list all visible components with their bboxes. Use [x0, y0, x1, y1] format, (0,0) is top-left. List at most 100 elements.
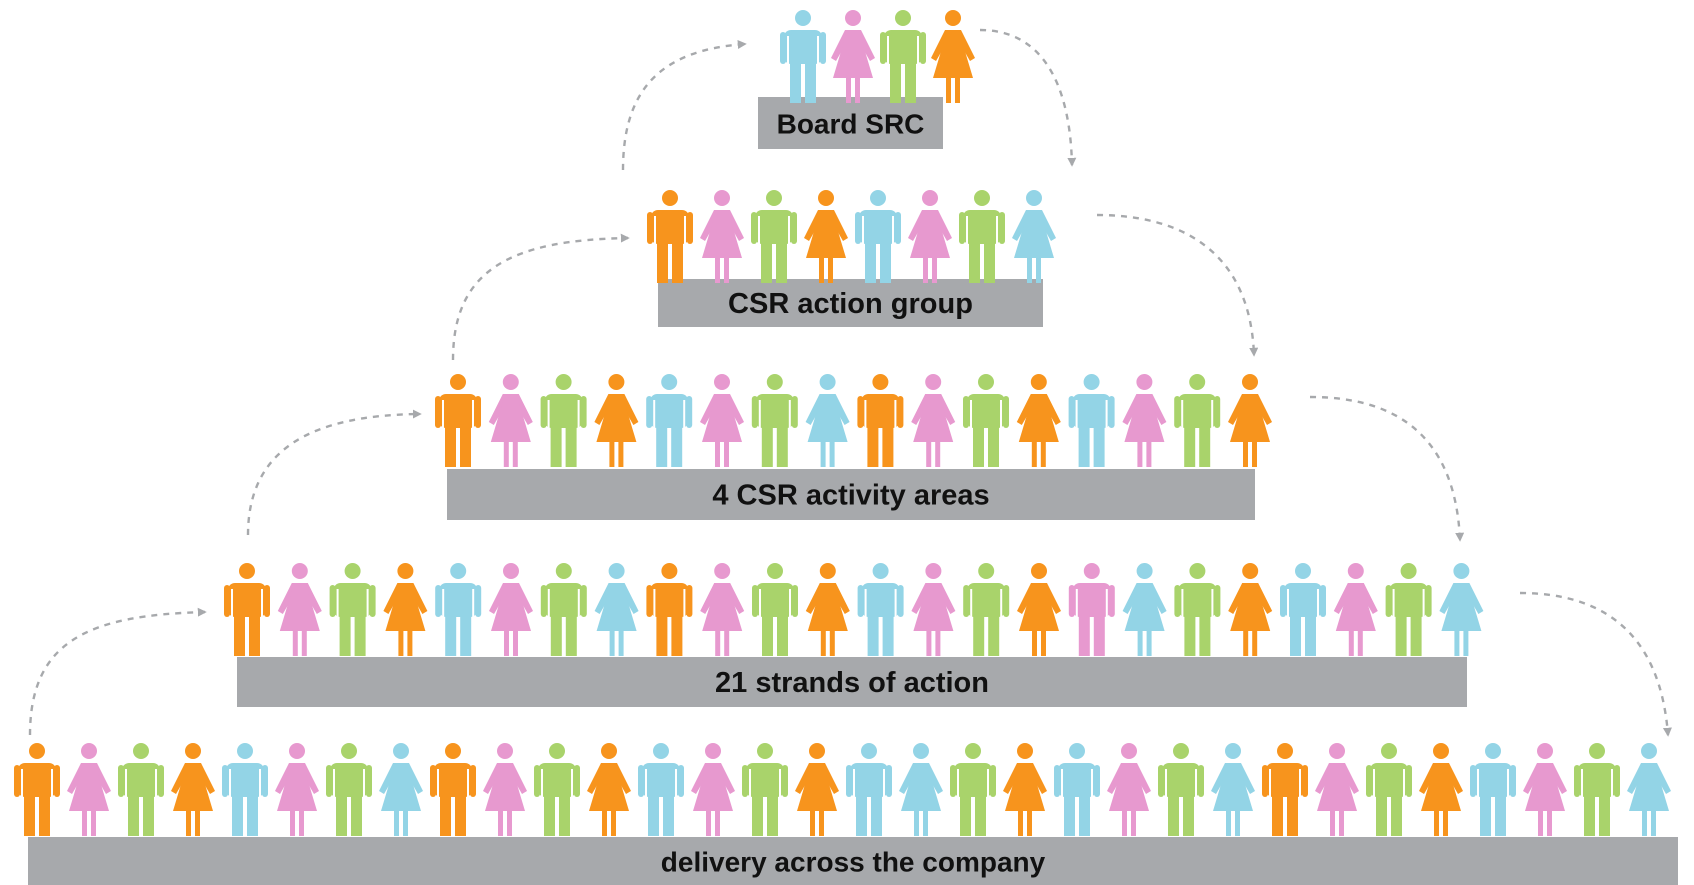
person-woman-icon [489, 563, 533, 656]
person-man-icon [1280, 563, 1326, 656]
person-man-icon [534, 743, 580, 836]
person-woman-icon [1228, 374, 1272, 467]
person-woman-icon [483, 743, 527, 836]
person-man-icon [1262, 743, 1308, 836]
person-man-icon [14, 743, 60, 836]
tier-bar [237, 657, 1467, 707]
person-man-icon [329, 563, 376, 656]
dashed-curved-arrow [28, 607, 207, 736]
tier-bar [758, 97, 943, 149]
person-man-icon [742, 743, 788, 836]
person-woman-icon [1333, 563, 1378, 656]
tier-label: 4 CSR activity areas [712, 480, 989, 512]
dashed-curved-arrow [246, 409, 422, 536]
person-woman-icon [700, 374, 744, 467]
tier-3: 4 CSR activity areas [435, 374, 1272, 520]
cycle-arrows [28, 28, 1672, 737]
tier-bar [28, 837, 1678, 885]
person-man-icon [540, 374, 587, 467]
person-woman-icon [1439, 563, 1484, 656]
person-woman-icon [1228, 563, 1273, 656]
person-woman-icon [488, 374, 533, 467]
person-woman-icon [587, 743, 631, 836]
person-man-icon [435, 374, 481, 467]
person-man-icon [1385, 563, 1432, 656]
person-man-icon [638, 743, 684, 836]
dashed-curved-arrow [979, 28, 1077, 167]
person-woman-icon [700, 563, 745, 656]
tier-4: 21 strands of action [224, 563, 1484, 707]
person-woman-icon [1211, 743, 1255, 836]
person-woman-icon [594, 374, 639, 467]
person-woman-icon [1122, 374, 1167, 467]
person-man-icon [963, 374, 1009, 467]
tier-1: Board SRC [758, 10, 975, 149]
person-man-icon [1574, 743, 1620, 836]
person-woman-icon [931, 10, 975, 103]
person-man-icon [435, 563, 482, 656]
person-man-icon [751, 190, 797, 283]
tier-label: Board SRC [777, 109, 925, 140]
person-woman-icon [1419, 743, 1463, 836]
person-man-icon [326, 743, 372, 836]
person-man-icon [1158, 743, 1204, 836]
person-man-icon [959, 190, 1005, 283]
tier-label: delivery across the company [661, 847, 1046, 878]
person-woman-icon [1315, 743, 1359, 836]
person-woman-icon [805, 374, 850, 467]
person-man-icon [857, 563, 904, 656]
person-woman-icon [594, 563, 639, 656]
dashed-curved-arrow [451, 233, 630, 361]
person-woman-icon [1003, 743, 1047, 836]
dashed-curved-arrow [1519, 591, 1672, 737]
person-woman-icon [908, 190, 952, 283]
person-man-icon [1068, 563, 1115, 656]
person-man-icon [1470, 743, 1516, 836]
person-woman-icon [795, 743, 839, 836]
person-woman-icon [67, 743, 111, 836]
person-man-icon [846, 743, 892, 836]
dashed-curved-arrow [1096, 213, 1259, 357]
person-woman-icon [1012, 190, 1056, 283]
person-woman-icon [275, 743, 319, 836]
person-man-icon [646, 563, 693, 656]
person-man-icon [857, 374, 904, 467]
person-man-icon [646, 374, 693, 467]
person-woman-icon [805, 563, 850, 656]
dashed-curved-arrow [1309, 395, 1465, 542]
person-man-icon [1174, 563, 1221, 656]
person-woman-icon [804, 190, 848, 283]
person-man-icon [222, 743, 268, 836]
person-woman-icon [831, 10, 875, 103]
person-woman-icon [379, 743, 423, 836]
tier-5: delivery across the company [14, 743, 1678, 885]
person-man-icon [880, 10, 926, 103]
tier-label: 21 strands of action [715, 667, 989, 699]
person-man-icon [118, 743, 164, 836]
person-man-icon [1366, 743, 1412, 836]
tier-2: CSR action group [647, 190, 1056, 327]
person-man-icon [224, 563, 270, 656]
person-woman-icon [277, 563, 322, 656]
person-woman-icon [1017, 563, 1061, 656]
person-man-icon [430, 743, 476, 836]
person-woman-icon [911, 563, 956, 656]
person-woman-icon [911, 374, 956, 467]
dashed-curved-arrow [621, 40, 747, 171]
tier-bar [658, 279, 1043, 327]
person-man-icon [751, 374, 798, 467]
tier-label: CSR action group [728, 288, 973, 320]
person-man-icon [1174, 374, 1221, 467]
tiers: Board SRC CSR action group 4 CSR activity … [14, 10, 1678, 885]
person-woman-icon [383, 563, 428, 656]
person-man-icon [752, 563, 798, 656]
person-woman-icon [691, 743, 735, 836]
person-man-icon [647, 190, 693, 283]
person-woman-icon [171, 743, 215, 836]
person-woman-icon [1627, 743, 1671, 836]
person-man-icon [950, 743, 996, 836]
person-man-icon [1054, 743, 1100, 836]
person-man-icon [540, 563, 587, 656]
person-woman-icon [1122, 563, 1167, 656]
